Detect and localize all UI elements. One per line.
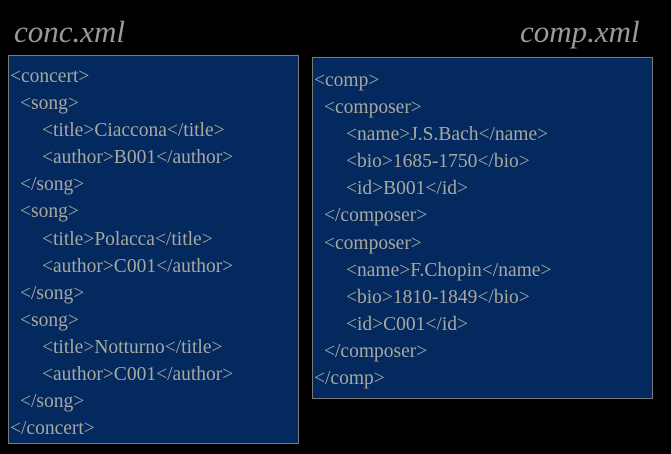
xml-line: </song> [20,282,85,304]
xml-line: </song> [20,174,85,196]
xml-line: <song> [20,93,79,115]
xml-line: </composer> [324,340,428,362]
xml-line: </song> [20,391,85,413]
xml-line: <composer> [324,232,422,254]
xml-line: <concert> [10,66,90,87]
xml-line: <name>F.Chopin</name> [346,259,552,281]
xml-line: <composer> [324,97,422,119]
xml-line: <bio>1810-1849</bio> [346,286,530,308]
xml-line: <author>C001</author> [42,364,234,386]
xml-line: <title>Polacca</title> [42,228,213,250]
comp-xml-code-box: <comp> <composer> <name>J.S.Bach</name> <bi… [312,57,653,399]
comp-xml-title: comp.xml [520,14,640,49]
xml-line: <author>C001</author> [42,255,234,277]
xml-line: <author>B001</author> [42,147,234,169]
xml-line: <title>Notturno</title> [42,336,223,358]
conc-xml-code-box: <concert> <song> <title>Ciaccona</title> <a… [8,55,299,444]
xml-line: <bio>1685-1750</bio> [346,151,530,173]
xml-line: <name>J.S.Bach</name> [346,124,549,146]
xml-line: <song> [20,309,79,331]
xml-line: <song> [20,201,79,223]
xml-line: <comp> [314,70,380,91]
xml-line: </comp> [314,368,385,390]
xml-line: </concert> [10,418,95,440]
xml-line: <id>C001</id> [346,313,468,335]
conc-xml-title: conc.xml [14,14,126,49]
xml-line: <id>B001</id> [346,178,468,200]
xml-line: <title>Ciaccona</title> [42,120,225,142]
xml-line: </composer> [324,205,428,227]
